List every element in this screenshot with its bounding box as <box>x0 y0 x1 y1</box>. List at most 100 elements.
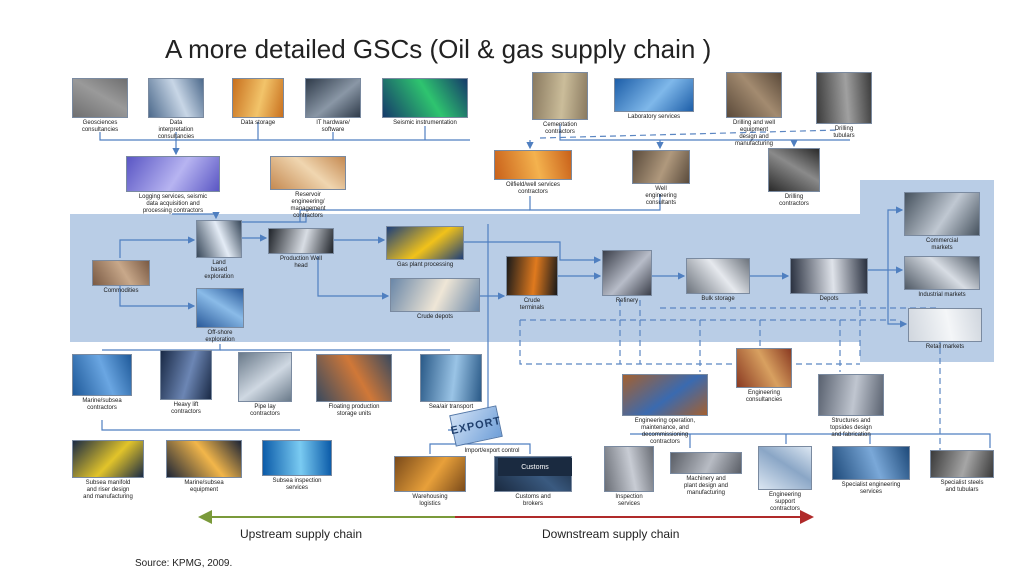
customs-tag: Customs <box>498 458 572 476</box>
node-label: Gas plant processing <box>396 262 454 268</box>
node-image <box>816 72 872 124</box>
link-well-down <box>529 194 661 211</box>
node-label: Specialist engineering services <box>841 482 901 495</box>
node-sea-air: Sea/air transport <box>420 354 482 411</box>
node-image <box>166 440 242 478</box>
node-machinery: Machinery and plant design and manufactu… <box>670 452 742 497</box>
node-image <box>72 440 144 478</box>
node-image <box>92 260 150 286</box>
node-label: Customs and brokers <box>515 494 551 507</box>
node-image <box>726 72 782 118</box>
node-pipe-lay: Pipe lay contractors <box>238 352 292 418</box>
node-label: Reservoir engineering/ management contra… <box>290 192 326 219</box>
node-label: Engineering support contractors <box>768 492 802 512</box>
node-image <box>632 150 690 184</box>
node-commercial: Commercial markets <box>904 192 980 252</box>
node-industrial: Industrial markets <box>904 256 980 299</box>
node-image <box>316 354 392 402</box>
link-bottom-right <box>630 433 991 448</box>
node-image <box>196 220 242 258</box>
source-note: Source: KPMG, 2009. <box>135 558 233 569</box>
node-image <box>614 78 694 112</box>
node-label: Oilfield/well services contractors <box>505 182 560 195</box>
node-it-hardware: IT hardware/ software <box>305 78 361 134</box>
node-image <box>305 78 361 118</box>
node-image <box>394 456 466 492</box>
node-image <box>818 374 884 416</box>
link-commodities <box>119 236 196 258</box>
node-subsea-inspect: Subsea inspection services <box>262 440 332 492</box>
node-label: Floating production storage units <box>328 404 380 417</box>
node-data-storage: Data storage <box>232 78 284 127</box>
node-image <box>382 78 468 118</box>
node-drilling-tubulars: Drilling tubulars <box>816 72 872 140</box>
node-image <box>506 256 558 296</box>
node-image <box>604 446 654 492</box>
node-marine-equip: Marine/subsea equipment <box>166 440 242 494</box>
node-image <box>832 446 910 480</box>
node-image <box>238 352 292 402</box>
link-top-collector <box>99 132 470 141</box>
node-structures: Structures and topsides design and fabri… <box>818 374 884 439</box>
node-image <box>686 258 750 294</box>
node-image <box>72 78 128 118</box>
node-image <box>390 278 480 312</box>
link-depots-retail <box>887 270 908 328</box>
link-gas-refinery <box>464 241 602 264</box>
node-label: Drilling contractors <box>779 194 809 207</box>
node-label: Warehousing logistics <box>412 494 448 507</box>
node-depots: Depots <box>790 258 868 303</box>
node-floating-prod: Floating production storage units <box>316 354 392 418</box>
node-drilling-contr: Drilling contractors <box>768 148 820 208</box>
node-label: Data interpretation consultancies <box>157 120 195 140</box>
node-label: Refinery <box>615 298 639 304</box>
link-logging-land <box>172 212 220 220</box>
node-refinery: Refinery <box>602 250 652 305</box>
node-specialist-steels: Specialist steels and tubulars <box>930 450 994 494</box>
upstream-label: Upstream supply chain <box>240 527 363 541</box>
node-crude-depots: Crude depots <box>390 278 480 321</box>
node-label: Logging services, seismic data acquisiti… <box>138 194 208 214</box>
node-image <box>148 78 204 118</box>
node-label: Subsea manifold and riser design and man… <box>83 480 133 500</box>
node-label: Seismic instrumentation <box>393 120 457 126</box>
node-label: Inspection services <box>615 494 643 507</box>
node-offshore: Off-shore exploration <box>196 288 244 344</box>
node-laboratory: Laboratory services <box>614 78 694 121</box>
node-well-eng: Well engineering consultants <box>632 150 690 207</box>
node-label: Crude terminals <box>519 298 545 311</box>
node-label: Specialist steels and tubulars <box>940 480 984 493</box>
node-image <box>196 288 244 328</box>
link-reservoir <box>240 214 307 223</box>
downstream-label: Downstream supply chain <box>542 527 680 541</box>
node-image <box>904 256 980 290</box>
node-label: Commodities <box>103 288 139 294</box>
node-label: Geosciences consultancies <box>81 120 119 133</box>
node-image <box>386 226 464 260</box>
node-image <box>270 156 346 190</box>
node-image <box>160 350 212 400</box>
node-image <box>930 450 994 478</box>
node-image <box>602 250 652 296</box>
link-commodities-off <box>119 286 196 310</box>
node-image <box>262 440 332 476</box>
node-label: Laboratory services <box>627 114 681 120</box>
node-image <box>126 156 220 192</box>
node-label: Drilling tubulars <box>833 126 855 139</box>
node-image <box>622 374 708 416</box>
node-label: Well engineering consultants <box>645 186 677 206</box>
node-warehousing: Warehousing logistics <box>394 456 466 508</box>
node-label: Heavy lift contractors <box>171 402 201 415</box>
import-export-label: Import/export control <box>464 448 520 454</box>
node-label: Marine/subsea equipment <box>184 480 224 493</box>
page-title: A more detailed GSCs (Oil & gas supply c… <box>165 34 712 64</box>
node-image <box>670 452 742 474</box>
node-drilling-well: Drilling and well equipment design and m… <box>726 72 782 148</box>
node-image <box>494 150 572 180</box>
node-image <box>736 348 792 388</box>
node-label: Retail markets <box>925 344 965 350</box>
link-warehouse <box>429 443 531 454</box>
link-drilling-row <box>559 124 850 141</box>
node-label: Crude depots <box>416 314 454 320</box>
